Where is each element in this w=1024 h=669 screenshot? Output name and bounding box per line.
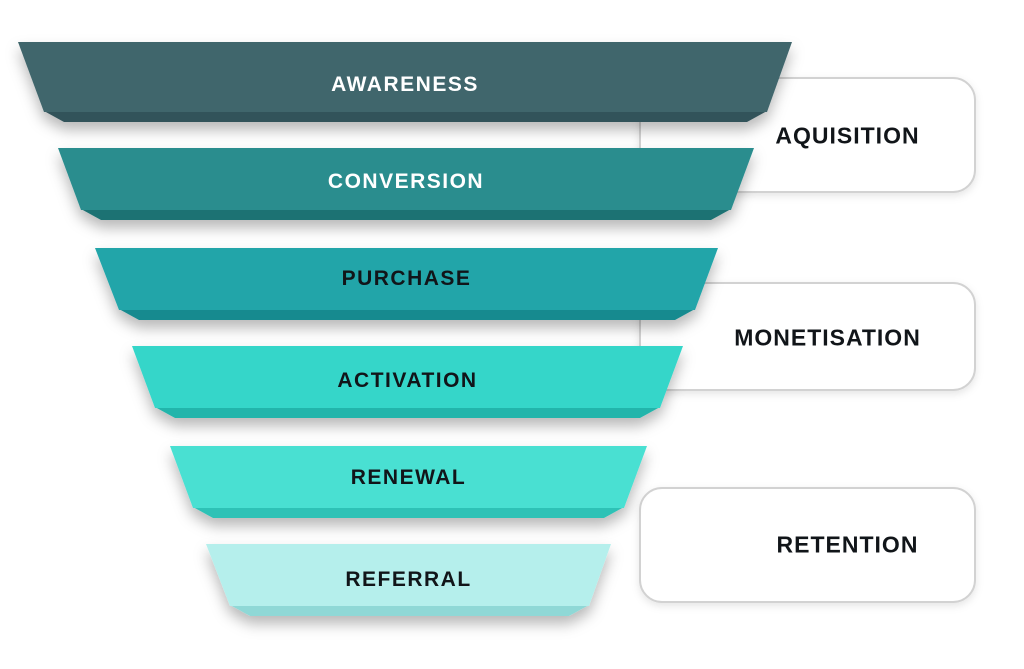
renewal-band bbox=[170, 446, 647, 508]
funnel-stage-renewal-shape bbox=[170, 446, 647, 518]
referral-band bbox=[206, 544, 611, 606]
activation-band bbox=[132, 346, 683, 408]
stage-label-awareness: AWARENESS bbox=[331, 73, 479, 96]
phase-box-monetisation bbox=[639, 282, 976, 391]
funnel-stage-conversion-shape bbox=[58, 148, 754, 220]
funnel-stage-activation-shape bbox=[132, 346, 683, 418]
stage-label-referral: REFERRAL bbox=[345, 568, 472, 591]
funnel-stage-purchase-shape bbox=[95, 248, 718, 320]
stage-label-activation: ACTIVATION bbox=[337, 369, 478, 392]
conversion-band bbox=[58, 148, 754, 210]
stage-label-renewal: RENEWAL bbox=[350, 466, 467, 489]
phase-box-retention bbox=[639, 487, 976, 603]
stage-label-purchase: PURCHASE bbox=[341, 267, 472, 290]
phase-label-acquisition: AQUISITION bbox=[775, 122, 920, 149]
funnel-stage-referral-shape bbox=[206, 544, 611, 616]
phase-label-monetisation: MONETISATION bbox=[734, 324, 921, 351]
purchase-band bbox=[95, 248, 718, 310]
awareness-band bbox=[18, 42, 792, 112]
referral-edge bbox=[230, 605, 589, 616]
purchase-edge bbox=[119, 309, 695, 320]
phase-label-retention: RETENTION bbox=[776, 531, 919, 558]
conversion-edge bbox=[81, 209, 731, 220]
funnel-stage-awareness-shape bbox=[18, 42, 792, 122]
activation-edge bbox=[155, 407, 660, 418]
stage-label-conversion: CONVERSION bbox=[327, 170, 485, 193]
awareness-edge bbox=[44, 111, 767, 122]
renewal-edge bbox=[193, 507, 624, 518]
